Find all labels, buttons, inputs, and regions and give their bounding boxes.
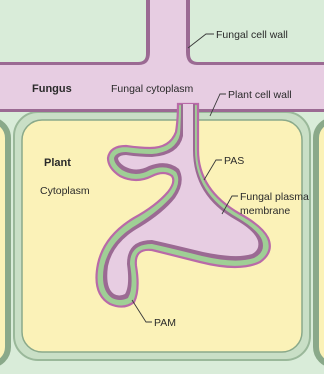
label-pas: PAS (224, 155, 244, 167)
label-plant-cell-wall: Plant cell wall (228, 89, 292, 101)
label-cytoplasm: Cytoplasm (40, 185, 90, 197)
label-pam: PAM (154, 317, 176, 329)
label-fungal-plasma-membrane-line2: membrane (240, 205, 290, 217)
right-neighbour-cell (316, 120, 324, 365)
label-fungal-cytoplasm: Fungal cytoplasm (111, 83, 194, 95)
label-fungal-plasma-membrane-line1: Fungal plasma (240, 191, 309, 203)
label-fungal-cell-wall: Fungal cell wall (216, 29, 288, 41)
label-plant: Plant (44, 157, 71, 169)
label-fungus: Fungus (32, 83, 72, 95)
left-neighbour-cell (0, 120, 8, 365)
